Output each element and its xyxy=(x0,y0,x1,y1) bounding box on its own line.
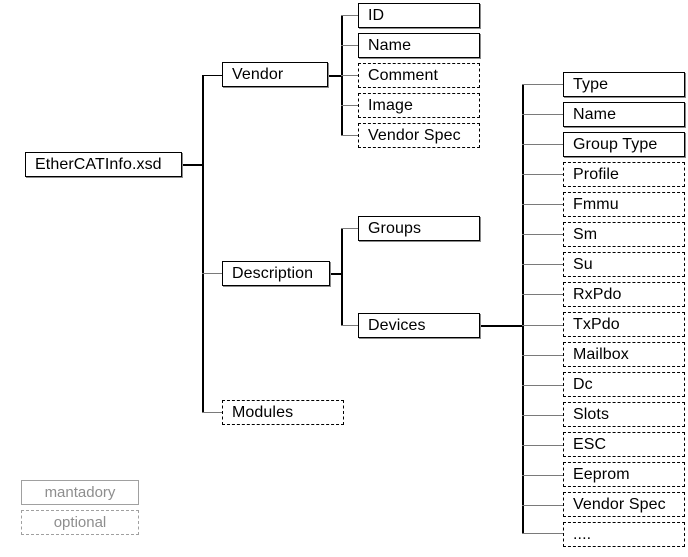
connector-root-bus xyxy=(202,75,204,413)
connector-vendor-to-image xyxy=(341,105,359,106)
connector-devices-to-fmmu xyxy=(522,204,564,205)
connector-root-to-vendor xyxy=(202,75,223,76)
node-ethercatinfo-xsd[interactable]: EtherCATInfo.xsd xyxy=(25,152,182,177)
legend-mandatory: mantadory xyxy=(21,480,139,505)
connector-devices-to-su xyxy=(522,264,564,265)
node-modules[interactable]: Modules xyxy=(222,400,344,425)
node-device-txpdo[interactable]: TxPdo xyxy=(563,312,685,337)
node-device-su[interactable]: Su xyxy=(563,252,685,277)
node-device-group-type[interactable]: Group Type xyxy=(563,132,685,157)
connector-vendor-to-id xyxy=(341,15,359,16)
node-device-sm[interactable]: Sm xyxy=(563,222,685,247)
node-devices[interactable]: Devices xyxy=(358,313,480,338)
connector-vendor-to-comment xyxy=(341,75,359,76)
connector-devices-stub xyxy=(480,325,524,327)
node-device-fmmu[interactable]: Fmmu xyxy=(563,192,685,217)
node-device-rxpdo[interactable]: RxPdo xyxy=(563,282,685,307)
node-vendor-vendor-spec[interactable]: Vendor Spec xyxy=(358,123,480,148)
connector-root-to-modules xyxy=(202,412,223,413)
connector-devices-to-name xyxy=(522,114,564,115)
node-vendor-comment[interactable]: Comment xyxy=(358,63,480,88)
connector-root-to-description xyxy=(202,273,223,274)
connector-description-to-groups xyxy=(341,228,359,229)
node-device-esc[interactable]: ESC xyxy=(563,432,685,457)
node-device-vendor-spec[interactable]: Vendor Spec xyxy=(563,492,685,517)
node-device-mailbox[interactable]: Mailbox xyxy=(563,342,685,367)
node-device-slots[interactable]: Slots xyxy=(563,402,685,427)
node-description[interactable]: Description xyxy=(222,261,330,286)
connector-root-stub xyxy=(182,164,203,166)
connector-description-bus xyxy=(341,228,343,326)
connector-devices-to-eeprom xyxy=(522,475,564,476)
node-groups[interactable]: Groups xyxy=(358,216,480,241)
node-device-type[interactable]: Type xyxy=(563,72,685,97)
connector-vendor-to-vendorspec xyxy=(341,135,359,136)
node-vendor[interactable]: Vendor xyxy=(222,62,328,87)
connector-devices-to-dc xyxy=(522,385,564,386)
connector-vendor-stub xyxy=(328,75,342,77)
connector-devices-to-rxpdo xyxy=(522,294,564,295)
connector-devices-to-sm xyxy=(522,234,564,235)
node-device-eeprom[interactable]: Eeprom xyxy=(563,462,685,487)
node-device-name[interactable]: Name xyxy=(563,102,685,127)
node-device-more[interactable]: .... xyxy=(563,522,685,547)
node-device-dc[interactable]: Dc xyxy=(563,372,685,397)
node-vendor-name[interactable]: Name xyxy=(358,33,480,58)
connector-devices-to-esc xyxy=(522,445,564,446)
connector-devices-to-txpdo xyxy=(522,325,564,326)
connector-devices-to-type xyxy=(522,84,564,85)
connector-devices-to-mailbox xyxy=(522,355,564,356)
connector-devices-to-vendorspec xyxy=(522,505,564,506)
legend-optional: optional xyxy=(21,510,139,535)
node-vendor-image[interactable]: Image xyxy=(358,93,480,118)
connector-devices-to-more xyxy=(522,533,564,534)
connector-devices-to-profile xyxy=(522,174,564,175)
connector-description-to-devices xyxy=(341,325,359,326)
node-vendor-id[interactable]: ID xyxy=(358,3,480,28)
node-device-profile[interactable]: Profile xyxy=(563,162,685,187)
connector-vendor-to-name xyxy=(341,45,359,46)
connector-devices-bus xyxy=(522,84,524,533)
connector-devices-to-slots xyxy=(522,415,564,416)
connector-devices-to-grouptype xyxy=(522,144,564,145)
connector-description-stub xyxy=(330,273,342,275)
